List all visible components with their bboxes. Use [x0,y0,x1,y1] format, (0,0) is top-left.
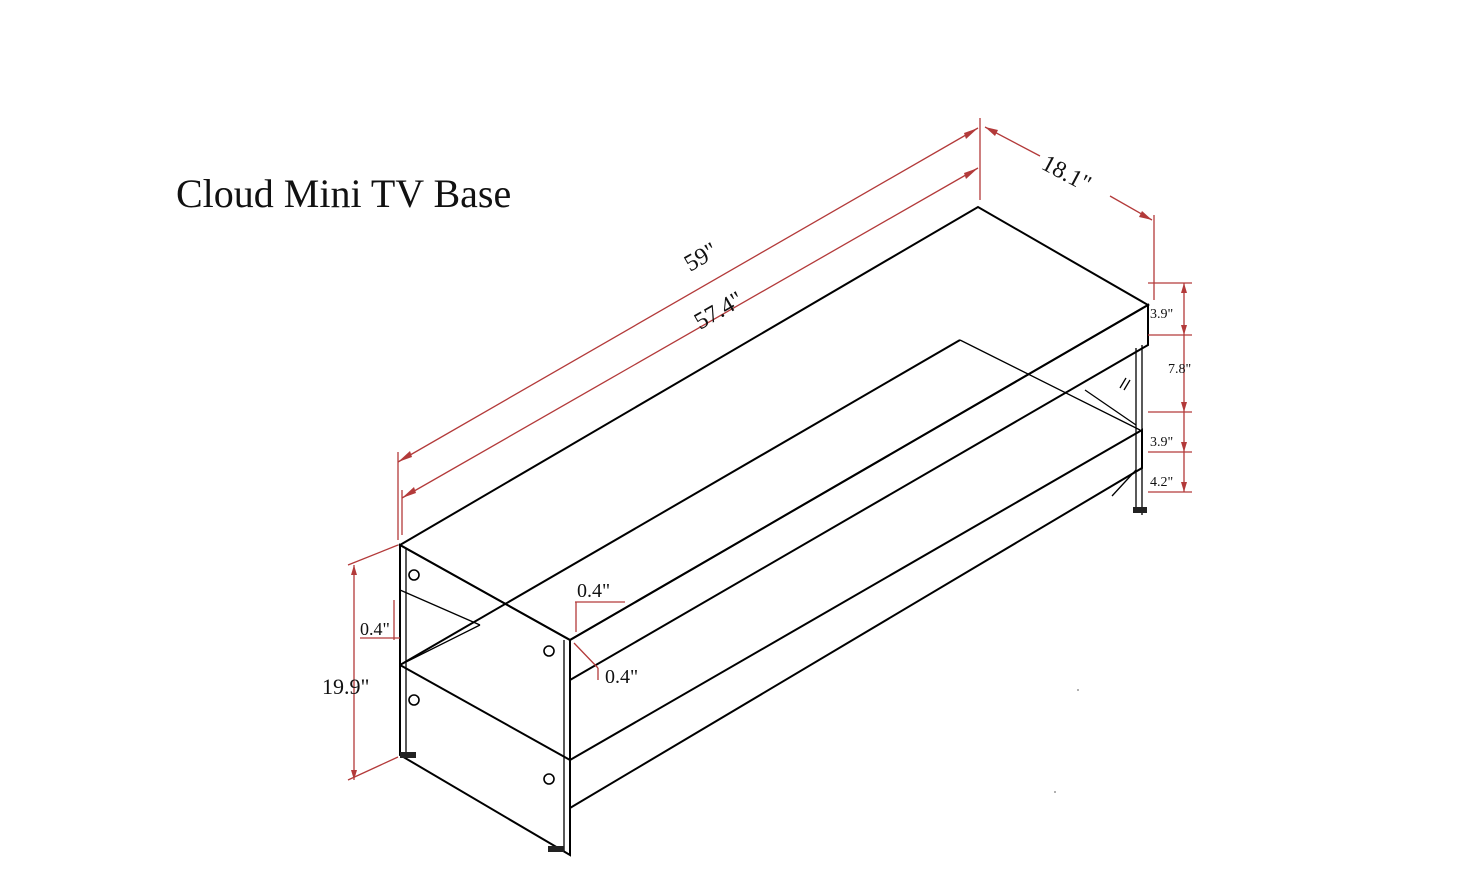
right-glass-panel [1084,345,1147,515]
label-bottom-shelf-thickness: 3.9" [1150,435,1173,450]
label-leg-clearance: 4.2" [1150,475,1173,490]
dimension-57-4 [401,167,979,535]
dimension-0-4-side [360,600,400,640]
label-depth: 18.1" [1037,150,1095,197]
left-glass-panel [399,543,571,857]
bottom-shelf [399,339,1143,810]
label-total-length: 59" [680,238,722,277]
bolt-icon [543,773,555,785]
label-total-height: 19.9" [322,674,369,699]
label-top-thickness: 3.9" [1150,307,1173,322]
top-shelf [397,205,1150,682]
label-glass-top: 0.4" [577,580,610,602]
label-glass-side: 0.4" [360,619,390,639]
label-glass-front: 0.4" [605,666,638,688]
dimension-19-9 [347,544,399,781]
bolt-icon [408,569,420,581]
bolt-icon [543,645,555,657]
label-gap-height: 7.8" [1168,362,1191,377]
dimension-59 [397,118,981,540]
diagram-title: Cloud Mini TV Base [176,171,512,216]
dimension-0-4-front [573,642,599,680]
dimension-0-4-top [575,601,625,632]
label-shelf-length: 57.4" [690,287,748,335]
dimension-right-heights [1148,282,1192,493]
dimension-18-1 [984,126,1155,300]
bolt-icon [408,694,420,706]
